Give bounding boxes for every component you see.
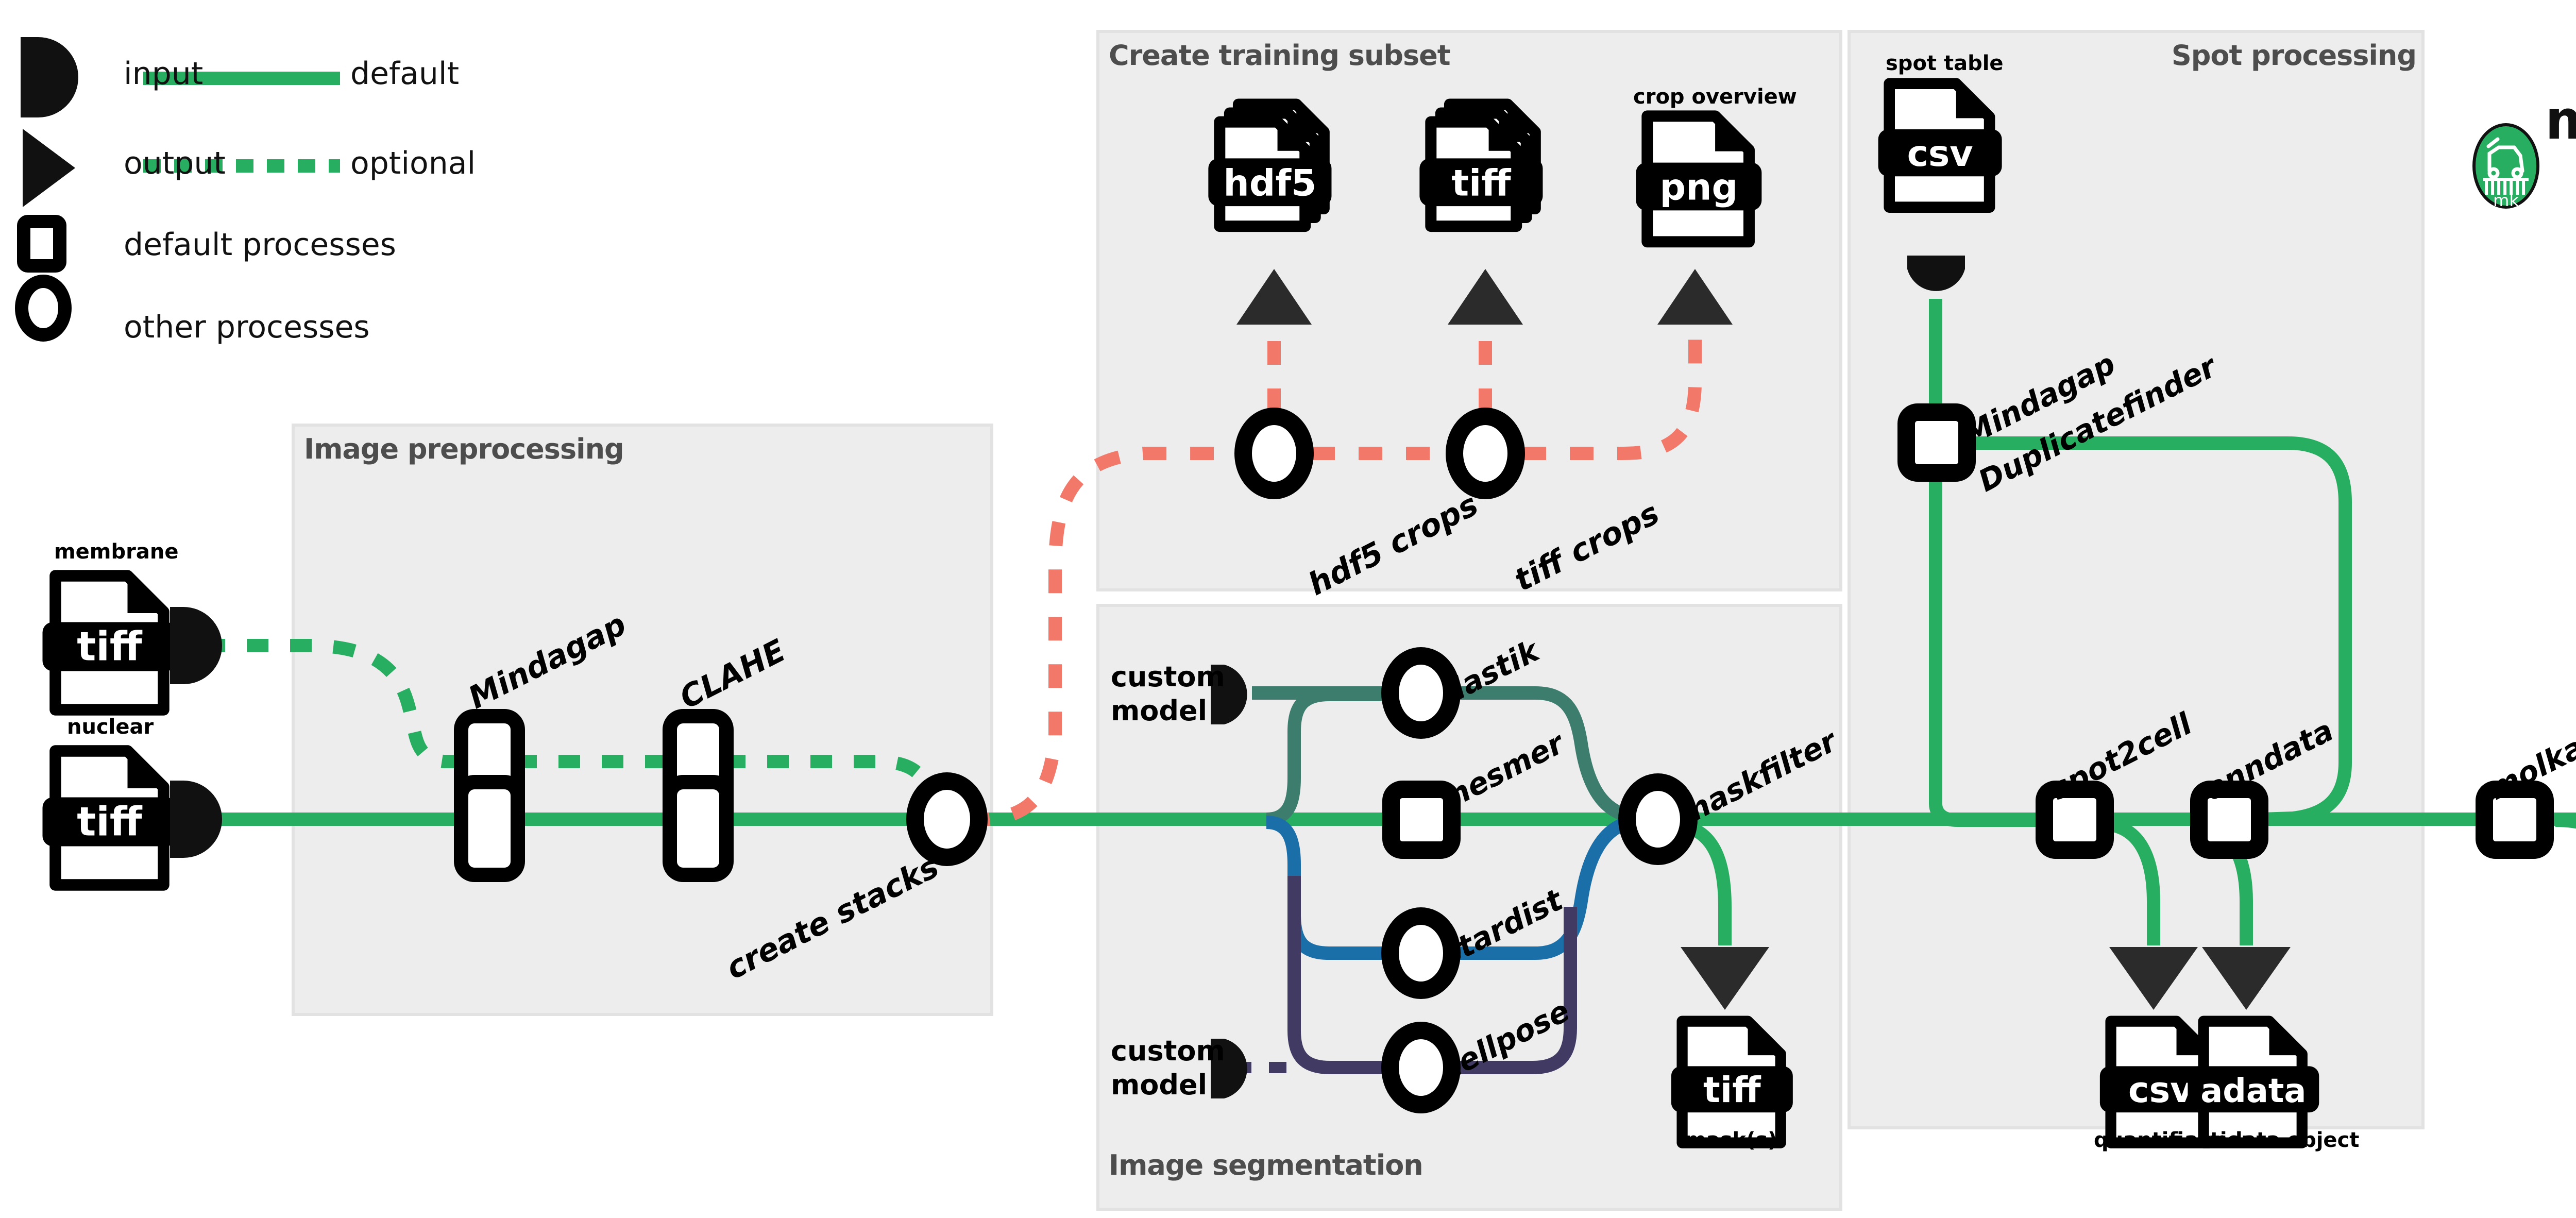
process-node-tiff-crops[interactable] bbox=[1446, 408, 1525, 499]
output-arrow-icon-hdf5 bbox=[1236, 269, 1312, 325]
legend-label-input: input bbox=[124, 56, 204, 92]
input-caption-membrane: membrane bbox=[54, 540, 179, 564]
process-node-spot2cell[interactable] bbox=[2036, 781, 2114, 859]
custom-model-label-top-line1: custom bbox=[1111, 661, 1225, 693]
output-caption-quantification: quantification bbox=[2094, 1128, 2256, 1152]
input-shape-icon-spot-table bbox=[1907, 256, 1965, 291]
output-arrow-icon-anndata bbox=[2202, 947, 2291, 1010]
output-arrow-icon-png bbox=[1657, 269, 1733, 325]
svg-text:mk: mk bbox=[2493, 191, 2519, 210]
process-node-mindagap-duplicatefinder[interactable] bbox=[1897, 403, 1976, 482]
output-arrow-icon-quantification bbox=[2109, 947, 2198, 1010]
process-node-hdf5-crops[interactable] bbox=[1234, 408, 1314, 499]
svg-text:tiff: tiff bbox=[1703, 1070, 1761, 1111]
process-node-cellpose[interactable] bbox=[1381, 1022, 1461, 1113]
input-caption-spot-table: spot table bbox=[1886, 52, 2004, 75]
process-node-mesmer[interactable] bbox=[1382, 781, 1461, 859]
output-file-crop-overview: png bbox=[1636, 110, 1762, 248]
svg-text:hdf5: hdf5 bbox=[1223, 161, 1316, 204]
panel-title-image-preprocessing: Image preprocessing bbox=[304, 433, 624, 465]
output-file-masks: tiff bbox=[1671, 1016, 1793, 1148]
legend-square-node-icon bbox=[17, 215, 66, 273]
process-node-mindagap[interactable] bbox=[454, 709, 525, 882]
legend-output-arrow-icon bbox=[23, 129, 75, 207]
process-node-stardist[interactable] bbox=[1381, 907, 1461, 999]
panel-spot-processing bbox=[1848, 30, 2425, 1129]
panel-title-spot-processing: Spot processing bbox=[2171, 39, 2417, 72]
process-node-maskfilter[interactable] bbox=[1618, 773, 1698, 865]
legend-label-default-line: default bbox=[350, 56, 460, 92]
molkart-mk-badge-icon: mk bbox=[2472, 123, 2539, 210]
svg-text:csv: csv bbox=[1907, 133, 1973, 175]
legend-circle-node-icon bbox=[15, 275, 72, 342]
panel-image-preprocessing bbox=[292, 424, 993, 1016]
svg-text:adata: adata bbox=[2200, 1072, 2306, 1110]
process-node-anndata[interactable] bbox=[2190, 781, 2268, 859]
output-file-tiff-crops: tiff bbox=[1419, 98, 1543, 232]
custom-model-label-bottom-line2: model bbox=[1111, 1069, 1208, 1101]
input-file-membrane: tiff bbox=[42, 570, 177, 716]
custom-model-label-top-line2: model bbox=[1111, 695, 1208, 727]
legend-label-output: output bbox=[124, 145, 226, 181]
legend-label-default-processes: default processes bbox=[124, 227, 396, 263]
input-caption-nuclear: nuclear bbox=[67, 715, 154, 739]
input-shape-icon-nuclear bbox=[170, 781, 222, 858]
output-caption-masks: mask(s) bbox=[1685, 1128, 1777, 1152]
legend-label-optional-line: optional bbox=[350, 145, 476, 181]
svg-text:tiff: tiff bbox=[77, 623, 143, 670]
output-arrow-icon-masks bbox=[1681, 947, 1769, 1010]
legend-input-shape-icon bbox=[21, 37, 78, 117]
output-arrow-icon-tiff bbox=[1448, 269, 1523, 325]
logo-pipeline: molkart bbox=[2545, 89, 2576, 151]
process-node-molkartqc[interactable] bbox=[2476, 781, 2554, 859]
svg-text:png: png bbox=[1660, 166, 1738, 209]
output-caption-crop-overview: crop overview bbox=[1633, 85, 1797, 109]
output-file-hdf5: hdf5 bbox=[1208, 98, 1332, 232]
legend-label-other-processes: other processes bbox=[124, 309, 370, 345]
custom-model-label-bottom-line1: custom bbox=[1111, 1035, 1225, 1067]
svg-text:csv: csv bbox=[2128, 1070, 2193, 1111]
input-shape-icon-custom-model-top bbox=[1211, 665, 1247, 724]
input-file-nuclear: tiff bbox=[42, 745, 177, 891]
process-node-ilastik[interactable] bbox=[1381, 647, 1461, 739]
output-file-anndata-object: adata bbox=[2188, 1016, 2319, 1148]
input-file-spot-table: csv bbox=[1878, 78, 2002, 213]
process-node-clahe[interactable] bbox=[663, 709, 734, 882]
input-shape-icon-membrane bbox=[170, 607, 222, 684]
panel-title-image-segmentation: Image segmentation bbox=[1109, 1149, 1423, 1181]
process-node-create-stacks[interactable] bbox=[906, 772, 988, 866]
panel-title-create-training-subset: Create training subset bbox=[1109, 39, 1451, 72]
svg-text:tiff: tiff bbox=[77, 799, 143, 845]
input-shape-icon-custom-model-bottom bbox=[1211, 1039, 1247, 1098]
svg-text:tiff: tiff bbox=[1451, 161, 1511, 204]
output-caption-anndata-object: anndata object bbox=[2184, 1128, 2360, 1152]
